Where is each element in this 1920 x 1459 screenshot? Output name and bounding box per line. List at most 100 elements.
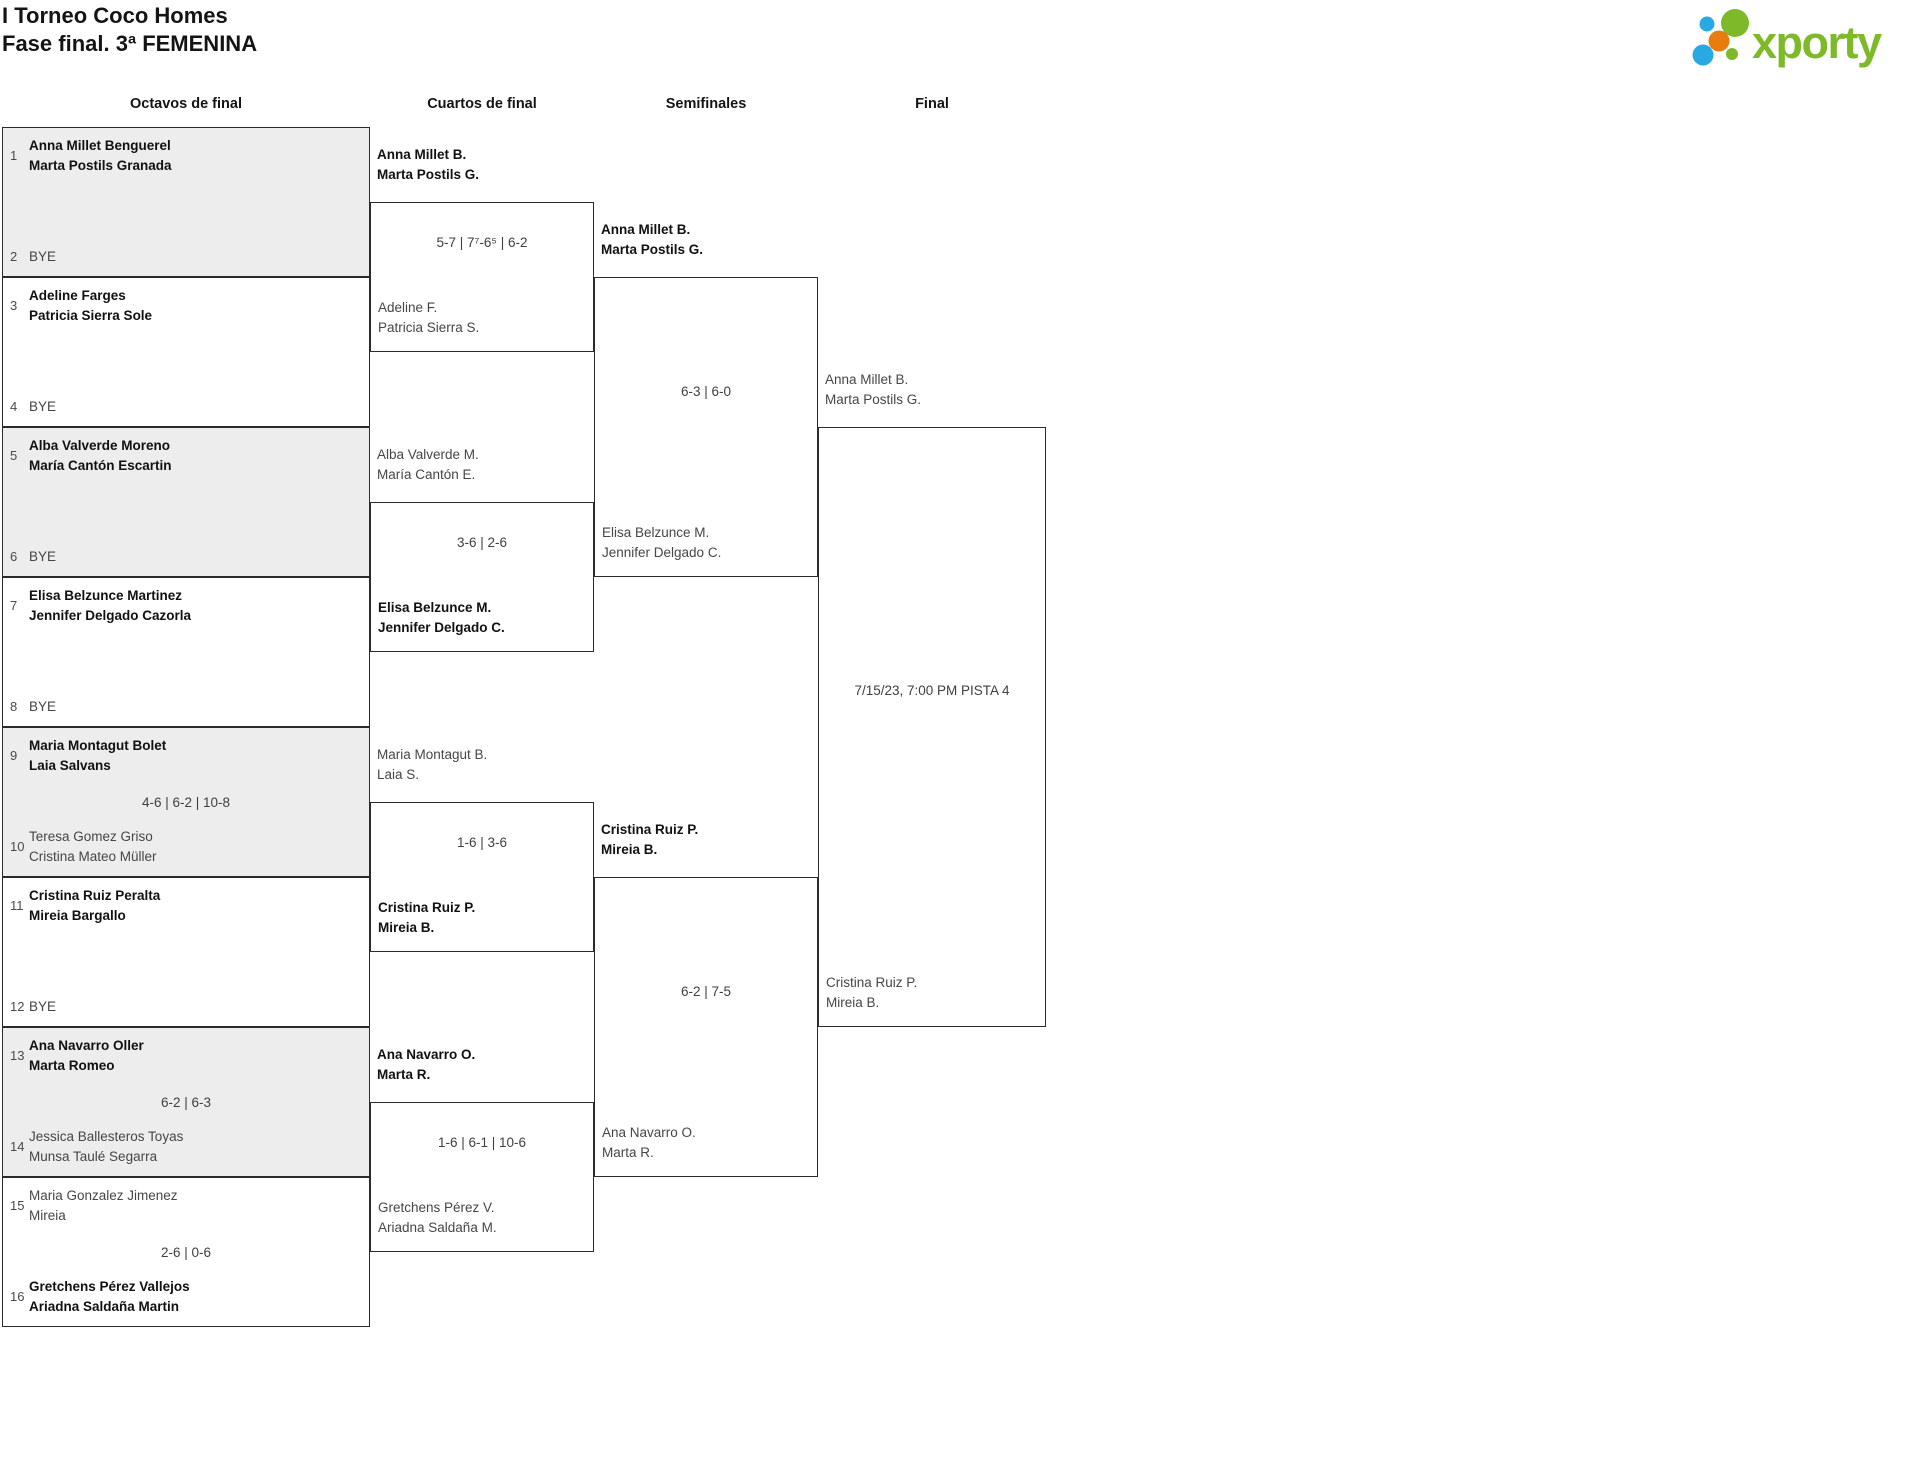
team-line-1: BYE xyxy=(29,998,57,1014)
seed-number: 8 xyxy=(10,698,18,714)
match-score: 6-2 | 7-5 xyxy=(680,984,732,999)
team-line-2: Jennifer Delgado C. xyxy=(378,619,505,635)
team-line-1: BYE xyxy=(29,248,57,264)
team-line-2: Jennifer Delgado Cazorla xyxy=(29,607,192,623)
team-line-2: Munsa Taulé Segarra xyxy=(29,1148,158,1164)
team-line-2: Mireia xyxy=(29,1207,66,1223)
qf2-team2-label: Elisa Belzunce M. Jennifer Delgado C. xyxy=(378,598,505,637)
phase-name: Fase final. 3ª FEMENINA xyxy=(2,31,258,56)
team-line-2: Marta Postils G. xyxy=(825,391,922,407)
team-name: Cristina Ruiz Peralta Mireia Bargallo xyxy=(29,886,160,925)
team-line-2: Marta Postils Granada xyxy=(29,157,172,173)
match-score: 4-6 | 6-2 | 10-8 xyxy=(141,795,231,810)
match-sf-2[interactable]: 6-2 | 7-5 Ana Navarro O. Marta R. xyxy=(594,877,818,1177)
team-slot: 2 BYE xyxy=(10,247,363,267)
match-score: 1-6 | 6-1 | 10-6 xyxy=(437,1135,527,1150)
seed-number: 5 xyxy=(10,447,18,463)
match-sf-1[interactable]: 6-3 | 6-0 Elisa Belzunce M. Jennifer Del… xyxy=(594,277,818,577)
match-r16-7[interactable]: 13 Ana Navarro Oller Marta Romeo 6-2 | 6… xyxy=(2,1027,370,1177)
seed-number: 3 xyxy=(10,297,18,313)
xporty-logo[interactable]: xporty xyxy=(1648,2,1916,72)
team-line-1: Anna Millet B. xyxy=(377,147,467,162)
logo-wordmark: xporty xyxy=(1752,17,1882,68)
team-line-2: Marta Postils G. xyxy=(601,241,704,257)
team-slot: 9 Maria Montagut Bolet Laia Salvans xyxy=(10,736,363,775)
team-line-1: Anna Millet B. xyxy=(825,372,909,387)
seed-number: 6 xyxy=(10,548,18,564)
team-line-2: Cristina Mateo Müller xyxy=(29,848,157,864)
team-line-1: Gretchens Pérez V. xyxy=(378,1200,495,1215)
team-name: Elisa Belzunce Martinez Jennifer Delgado… xyxy=(29,586,191,625)
match-r16-5[interactable]: 9 Maria Montagut Bolet Laia Salvans 4-6 … xyxy=(2,727,370,877)
team-name: Maria Gonzalez Jimenez Mireia xyxy=(29,1186,178,1225)
match-schedule: 7/15/23, 7:00 PM PISTA 4 xyxy=(854,683,1010,698)
team-line-2: Marta R. xyxy=(602,1144,654,1160)
match-qf-1[interactable]: 5-7 | 7⁷-6⁵ | 6-2 Adeline F. Patricia Si… xyxy=(370,202,594,352)
team-line-1: Anna Millet B. xyxy=(601,222,691,237)
team-name: BYE xyxy=(29,247,56,267)
team-name: BYE xyxy=(29,547,56,567)
tournament-name: I Torneo Coco Homes xyxy=(2,3,228,28)
match-r16-2[interactable]: 3 Adeline Farges Patricia Sierra Sole 4 … xyxy=(2,277,370,427)
team-line-2: Laia Salvans xyxy=(29,757,111,773)
round-header-final: Final xyxy=(915,96,949,112)
team-line-2: Ariadna Saldaña Martin xyxy=(29,1298,180,1314)
seed-number: 10 xyxy=(10,838,25,854)
team-line-2: Mireia B. xyxy=(378,919,435,935)
team-line-2: Mireia B. xyxy=(826,994,880,1010)
match-r16-4[interactable]: 7 Elisa Belzunce Martinez Jennifer Delga… xyxy=(2,577,370,727)
team-name: BYE xyxy=(29,397,56,417)
team-line-2: Ariadna Saldaña M. xyxy=(378,1219,497,1235)
seed-number: 9 xyxy=(10,747,18,763)
team-name: Ana Navarro Oller Marta Romeo xyxy=(29,1036,144,1075)
match-qf-2[interactable]: 3-6 | 2-6 Elisa Belzunce M. Jennifer Del… xyxy=(370,502,594,652)
match-final[interactable]: 7/15/23, 7:00 PM PISTA 4 Cristina Ruiz P… xyxy=(818,427,1046,1027)
team-line-1: Ana Navarro O. xyxy=(377,1047,476,1062)
seed-number: 16 xyxy=(10,1288,25,1304)
seed-number: 13 xyxy=(10,1047,25,1063)
seed-number: 12 xyxy=(10,998,25,1014)
team-line-1: Adeline Farges xyxy=(29,288,126,303)
team-line-1: Anna Millet Benguerel xyxy=(29,138,171,153)
match-qf-4[interactable]: 1-6 | 6-1 | 10-6 Gretchens Pérez V. Aria… xyxy=(370,1102,594,1252)
round-header-cuartos: Cuartos de final xyxy=(427,96,537,112)
team-line-2: Mireia B. xyxy=(601,841,658,857)
team-line-2: Laia S. xyxy=(377,766,420,782)
team-line-2: María Cantón Escartin xyxy=(29,457,172,473)
seed-number: 4 xyxy=(10,398,18,414)
match-r16-1[interactable]: 1 Anna Millet Benguerel Marta Postils Gr… xyxy=(2,127,370,277)
team-slot: 14 Jessica Ballesteros Toyas Munsa Taulé… xyxy=(10,1127,363,1166)
team-slot: 7 Elisa Belzunce Martinez Jennifer Delga… xyxy=(10,586,363,625)
match-score: 6-2 | 6-3 xyxy=(160,1095,212,1110)
team-slot: 4 BYE xyxy=(10,397,363,417)
team-line-1: Teresa Gomez Griso xyxy=(29,829,153,844)
team-line-2: Patricia Sierra S. xyxy=(378,319,480,335)
match-qf-3[interactable]: 1-6 | 3-6 Cristina Ruiz P. Mireia B. xyxy=(370,802,594,952)
team-name: Jessica Ballesteros Toyas Munsa Taulé Se… xyxy=(29,1127,183,1166)
sf2-team1-label: Cristina Ruiz P. Mireia B. xyxy=(601,820,698,859)
logo-dot-green-small xyxy=(1726,48,1738,60)
team-slot: 12 BYE xyxy=(10,997,363,1017)
match-score: 5-7 | 7⁷-6⁵ | 6-2 xyxy=(436,235,528,250)
match-r16-6[interactable]: 11 Cristina Ruiz Peralta Mireia Bargallo… xyxy=(2,877,370,1027)
team-slot: 15 Maria Gonzalez Jimenez Mireia xyxy=(10,1186,363,1225)
team-name: Teresa Gomez Griso Cristina Mateo Müller xyxy=(29,827,157,866)
team-line-2: María Cantón E. xyxy=(377,466,476,482)
team-slot: 13 Ana Navarro Oller Marta Romeo xyxy=(10,1036,363,1075)
qf1-team1-label: Anna Millet B. Marta Postils G. xyxy=(377,145,479,184)
team-line-1: Maria Montagut B. xyxy=(377,747,488,762)
match-score: 1-6 | 3-6 xyxy=(456,835,508,850)
team-line-1: Elisa Belzunce M. xyxy=(378,600,492,615)
seed-number: 7 xyxy=(10,597,18,613)
match-r16-8[interactable]: 15 Maria Gonzalez Jimenez Mireia 2-6 | 0… xyxy=(2,1177,370,1327)
team-slot: 5 Alba Valverde Moreno María Cantón Esca… xyxy=(10,436,363,475)
logo-dot-green-large xyxy=(1721,9,1749,37)
team-line-1: BYE xyxy=(29,548,57,564)
team-line-2: Marta R. xyxy=(377,1066,431,1082)
team-slot: 3 Adeline Farges Patricia Sierra Sole xyxy=(10,286,363,325)
seed-number: 15 xyxy=(10,1197,25,1213)
team-line-1: Adeline F. xyxy=(378,300,438,315)
qf2-team1-label: Alba Valverde M. María Cantón E. xyxy=(377,445,479,484)
seed-number: 11 xyxy=(10,897,24,913)
match-r16-3[interactable]: 5 Alba Valverde Moreno María Cantón Esca… xyxy=(2,427,370,577)
